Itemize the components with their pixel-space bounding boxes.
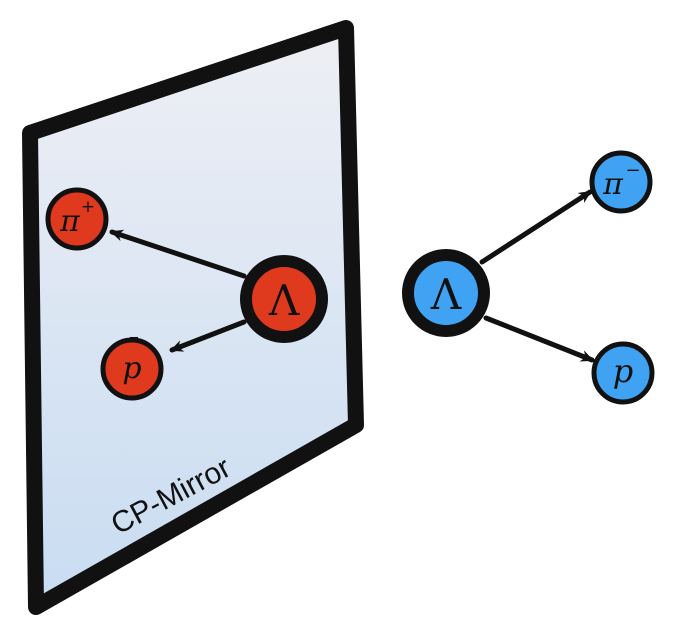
particle-antiproton: ¯ p — [100, 332, 164, 401]
pi-minus-superscript: − — [625, 160, 640, 181]
antiproton-symbol: p — [122, 351, 141, 386]
antiproton-circle — [100, 337, 164, 401]
lambda-symbol: Λ — [430, 270, 462, 319]
lambda-circle — [402, 249, 490, 337]
particle-pi-plus: π + — [45, 187, 109, 251]
arrow-antilambda-to-pi-plus — [109, 229, 247, 279]
antilambda-decay-arrows — [109, 229, 247, 353]
arrow-lambda-to-pi-minus — [479, 189, 593, 265]
proton-symbol: p — [613, 352, 633, 390]
pi-minus-circle — [589, 150, 653, 214]
arrow-lambda-to-proton — [483, 315, 595, 363]
antilambda-bar: ¯ — [276, 253, 292, 291]
antilambda-symbol: Λ — [268, 276, 300, 325]
pi-plus-circle — [45, 187, 109, 251]
mirror-frame — [22, 20, 364, 615]
particle-proton: p — [591, 341, 655, 405]
pi-minus-symbol: π — [602, 167, 624, 202]
particle-antilambda: ¯ Λ — [240, 253, 328, 343]
particle-lambda: Λ — [402, 249, 490, 337]
pi-plus-superscript: + — [81, 197, 95, 217]
antilambda-circle — [240, 255, 328, 343]
pi-plus-symbol: π — [59, 204, 81, 239]
proton-circle — [591, 341, 655, 405]
particle-pi-minus: π − — [589, 150, 653, 214]
lambda-decay-arrows — [479, 189, 595, 363]
antiproton-bar: ¯ — [127, 332, 141, 365]
arrow-antilambda-to-antiproton — [169, 319, 247, 353]
